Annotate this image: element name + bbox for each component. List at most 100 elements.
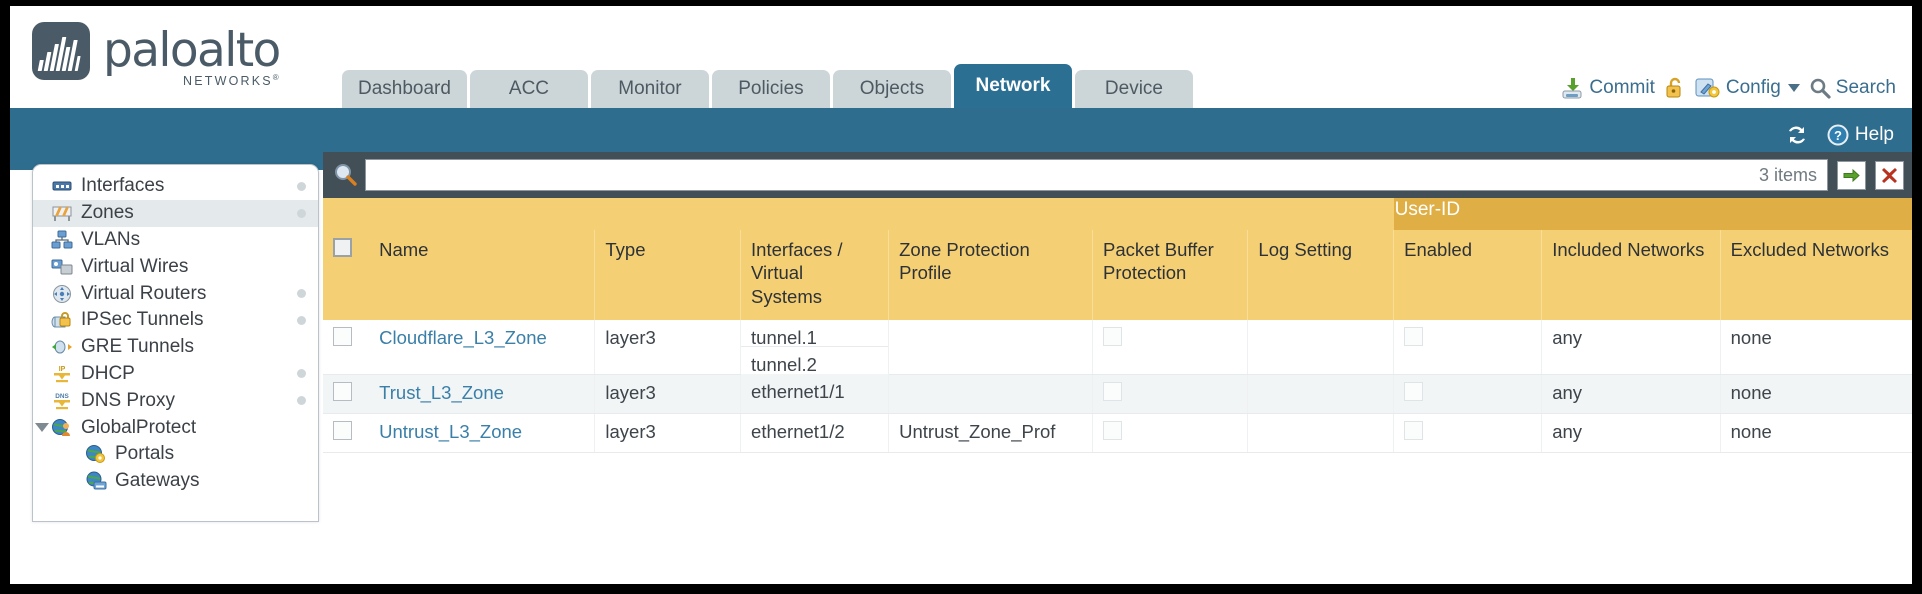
select-all-header — [323, 230, 370, 321]
interfaces-icon — [52, 181, 72, 191]
sidebar-item-virtual-wires[interactable]: Virtual Wires — [33, 253, 318, 280]
brand-logo: paloalto NETWORKS® — [32, 22, 281, 88]
zone-name-link[interactable]: Trust_L3_Zone — [379, 381, 504, 403]
search-input[interactable] — [376, 163, 1751, 187]
sidebar-item-label: DNS Proxy — [81, 389, 175, 411]
cell-included-networks: any — [1541, 413, 1721, 453]
search-button[interactable]: Search — [1809, 77, 1896, 99]
sidebar-item-label: Gateways — [115, 470, 200, 492]
column-header-log-setting[interactable]: Log Setting — [1247, 230, 1395, 321]
row-checkbox[interactable] — [333, 381, 352, 401]
tab-network[interactable]: Network — [953, 64, 1072, 108]
sidebar-item-zones[interactable]: Zones — [33, 199, 318, 227]
userid-enabled-checkbox[interactable] — [1404, 420, 1424, 440]
vlans-icon — [51, 230, 73, 249]
commit-icon — [1562, 78, 1582, 99]
sidebar-item-gateways[interactable]: Gateways — [33, 468, 318, 495]
search-icon[interactable] — [333, 162, 359, 188]
sidebar-item-globalprotect[interactable]: GlobalProtect — [33, 414, 318, 441]
globalprotect-icon — [52, 418, 70, 436]
sidebar: Interfaces Zones VLANs — [32, 164, 319, 522]
items-count: 3 items — [1758, 164, 1817, 185]
search-field-wrapper[interactable]: 3 items — [365, 159, 1828, 191]
sidebar-item-vlans[interactable]: VLANs — [33, 227, 318, 254]
packet-buffer-protection-checkbox[interactable] — [1103, 420, 1123, 440]
cell-type: layer3 — [594, 413, 742, 453]
virtual-routers-icon — [53, 284, 71, 303]
cell-packet-buffer-protection — [1092, 374, 1249, 414]
status-dot — [297, 396, 306, 406]
column-header-name[interactable]: Name — [369, 230, 596, 321]
help-label: Help — [1854, 124, 1894, 145]
status-dot — [297, 369, 306, 379]
column-header-interfaces[interactable]: Interfaces / Virtual Systems — [740, 230, 890, 321]
status-dot — [297, 315, 306, 325]
cell-interfaces: ethernet1/1 — [740, 374, 890, 414]
column-header-included-networks[interactable]: Included Networks — [1541, 230, 1721, 321]
tab-acc[interactable]: ACC — [469, 70, 588, 108]
packet-buffer-protection-checkbox[interactable] — [1103, 327, 1123, 347]
sidebar-item-label: Virtual Wires — [81, 255, 189, 277]
cell-included-networks: any — [1541, 374, 1721, 414]
sidebar-item-label: Zones — [81, 202, 134, 224]
top-header: paloalto NETWORKS® Dashboard ACC Monitor… — [10, 6, 1912, 108]
column-header-enabled[interactable]: Enabled — [1393, 230, 1543, 321]
column-label: Type — [605, 239, 646, 260]
row-select-cell — [323, 320, 370, 375]
row-checkbox[interactable] — [333, 327, 352, 347]
cell-type: layer3 — [594, 374, 742, 414]
tab-device[interactable]: Device — [1074, 70, 1193, 108]
sidebar-item-interfaces[interactable]: Interfaces — [33, 173, 318, 200]
band-actions: ? Help — [1784, 122, 1894, 148]
column-header-excluded-networks[interactable]: Excluded Networks — [1720, 230, 1912, 321]
zone-name-link[interactable]: Cloudflare_L3_Zone — [379, 327, 547, 349]
sidebar-item-dns-proxy[interactable]: DNS DNS Proxy — [33, 387, 318, 414]
tab-label: ACC — [508, 78, 550, 99]
tab-policies[interactable]: Policies — [711, 70, 830, 108]
svg-text:IP: IP — [59, 366, 66, 373]
column-label: Interfaces / Virtual Systems — [751, 239, 843, 307]
zones-table: User-ID Name Type — [323, 198, 1912, 453]
clear-filter-button[interactable] — [1875, 160, 1904, 190]
table-header-row: Name Type Interfaces / Virtual Systems Z… — [323, 230, 1912, 321]
sidebar-item-dhcp[interactable]: IP DHCP — [33, 361, 318, 388]
table-row[interactable]: Untrust_L3_Zone layer3 ethernet1/2 Untru… — [323, 413, 1912, 453]
apply-filter-button[interactable] — [1837, 160, 1866, 190]
tab-objects[interactable]: Objects — [832, 70, 951, 108]
gre-tunnels-icon — [52, 340, 72, 354]
userid-enabled-checkbox[interactable] — [1404, 381, 1424, 401]
config-menu[interactable]: Config — [1695, 76, 1800, 100]
userid-enabled-checkbox[interactable] — [1404, 327, 1424, 347]
sidebar-item-ipsec-tunnels[interactable]: IPSec Tunnels — [33, 307, 318, 334]
cell-userid-enabled — [1393, 413, 1543, 453]
packet-buffer-protection-checkbox[interactable] — [1103, 381, 1123, 401]
row-checkbox[interactable] — [333, 420, 352, 440]
dns-proxy-icon: DNS — [54, 393, 70, 409]
table-row[interactable]: Trust_L3_Zone layer3 ethernet1/1 — [323, 374, 1912, 414]
sidebar-item-gre-tunnels[interactable]: GRE Tunnels — [33, 334, 318, 361]
column-header-type[interactable]: Type — [594, 230, 742, 321]
sidebar-item-portals[interactable]: Portals — [33, 441, 318, 468]
zone-name-link[interactable]: Untrust_L3_Zone — [379, 420, 523, 442]
tab-dashboard[interactable]: Dashboard — [342, 70, 467, 108]
column-label: Zone Protection Profile — [899, 239, 1030, 284]
select-all-checkbox[interactable] — [333, 238, 352, 257]
cell-packet-buffer-protection — [1092, 320, 1249, 375]
lock-button[interactable] — [1664, 76, 1686, 100]
sidebar-item-label: GlobalProtect — [81, 416, 197, 438]
commit-label: Commit — [1589, 77, 1655, 98]
sidebar-item-label: DHCP — [81, 362, 135, 384]
filter-toolbar: 3 items — [323, 152, 1912, 198]
cell-excluded-networks: none — [1720, 320, 1912, 375]
column-header-packet-buffer-protection[interactable]: Packet Buffer Protection — [1092, 230, 1249, 321]
expand-triangle-icon[interactable] — [35, 423, 49, 433]
tab-monitor[interactable]: Monitor — [590, 70, 709, 108]
help-link[interactable]: ? Help — [1826, 123, 1894, 147]
refresh-icon[interactable] — [1784, 122, 1810, 148]
sidebar-item-virtual-routers[interactable]: Virtual Routers — [33, 280, 318, 307]
row-select-cell — [323, 413, 370, 453]
commit-button[interactable]: Commit — [1560, 76, 1655, 100]
column-header-zone-protection-profile[interactable]: Zone Protection Profile — [888, 230, 1094, 321]
cell-log-setting — [1247, 413, 1395, 453]
cell-name: Untrust_L3_Zone — [369, 413, 596, 453]
